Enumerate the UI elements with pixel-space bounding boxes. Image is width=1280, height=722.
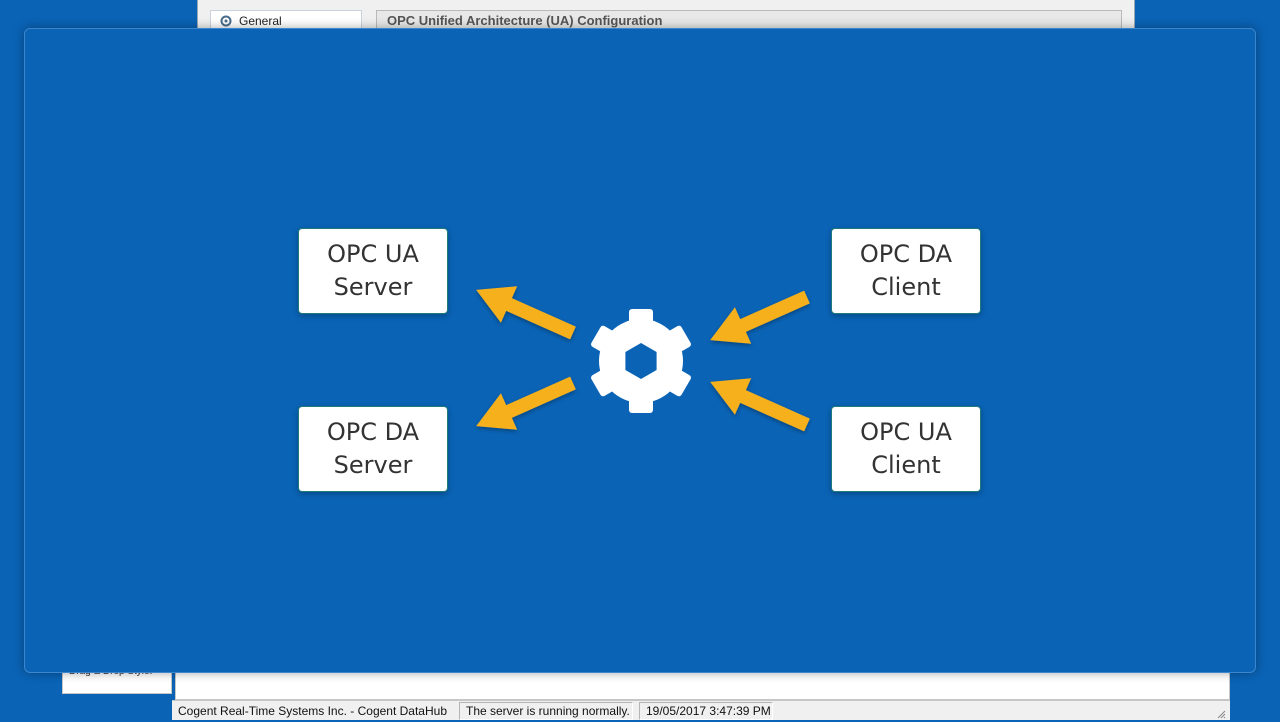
nav-item-general[interactable]: General [210,10,362,32]
diagram-overlay-panel: OPC UA Server OPC DA Server OPC DA Clien… [24,28,1256,673]
node-label-line2: Server [333,273,413,301]
log-area [175,672,1230,700]
node-label-line1: OPC DA [859,240,953,268]
resize-grip-icon[interactable] [1216,708,1226,719]
arrow-from-opc-da-client [710,290,810,344]
node-label-line2: Client [871,273,941,301]
node-opc-da-server: OPC DA Server [298,406,448,492]
gear-icon [219,14,233,28]
arrow-from-opc-ua-client [710,378,810,432]
status-company: Cogent Real-Time Systems Inc. - Cogent D… [178,703,447,718]
diagram-canvas [476,286,810,432]
node-label-line1: OPC UA [860,418,952,446]
status-bar: Cogent Real-Time Systems Inc. - Cogent D… [172,700,1230,720]
node-label-line1: OPC UA [327,240,419,268]
arrow-to-opc-ua-server [476,286,576,340]
gear-icon [591,309,691,413]
arrow-to-opc-da-server [476,376,576,430]
node-opc-da-client: OPC DA Client [831,228,981,314]
node-label-line2: Client [871,451,941,479]
node-label-line1: OPC DA [326,418,420,446]
node-opc-ua-client: OPC UA Client [831,406,981,492]
nav-item-label: General [239,14,282,28]
node-label-line2: Server [333,451,413,479]
status-timestamp: 19/05/2017 3:47:39 PM [639,701,773,720]
node-opc-ua-server: OPC UA Server [298,228,448,314]
status-message: The server is running normally. [459,701,633,720]
